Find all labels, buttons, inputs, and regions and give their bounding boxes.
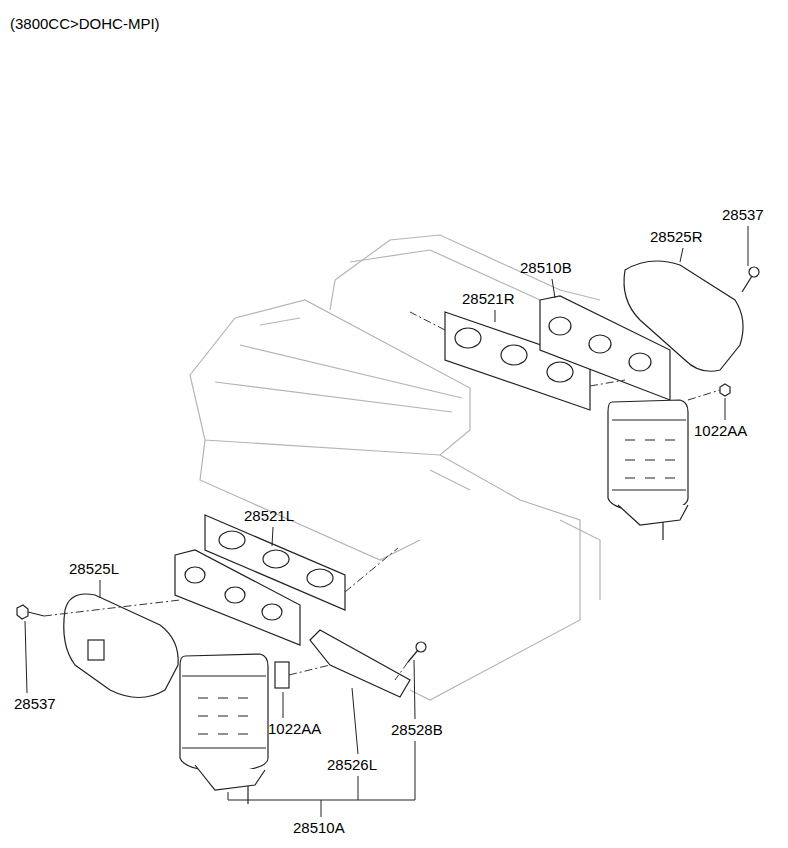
callout-number: 28521R (462, 290, 515, 308)
callout-number: 28525R (650, 228, 703, 246)
callout-number: 28510B (520, 259, 572, 277)
callout-number: 28525L (69, 560, 119, 578)
callout-number: 28537 (722, 206, 764, 224)
left-bank-parts (17, 515, 426, 804)
assembly-lines (44, 312, 720, 680)
right-bank-parts (445, 261, 759, 540)
engine-outline (190, 235, 600, 700)
leader-lines (25, 226, 748, 817)
callout-number: 28526L (327, 756, 377, 774)
diagram-title: (3800CC>DOHC-MPI) (10, 15, 160, 33)
callout-number: 28510A (293, 819, 345, 837)
callout-number: 28528B (391, 721, 443, 739)
callout-number: 1022AA (694, 422, 747, 440)
callout-number: 28537 (14, 695, 56, 713)
callout-number: 1022AA (268, 720, 321, 738)
callout-number: 28521L (244, 507, 294, 525)
